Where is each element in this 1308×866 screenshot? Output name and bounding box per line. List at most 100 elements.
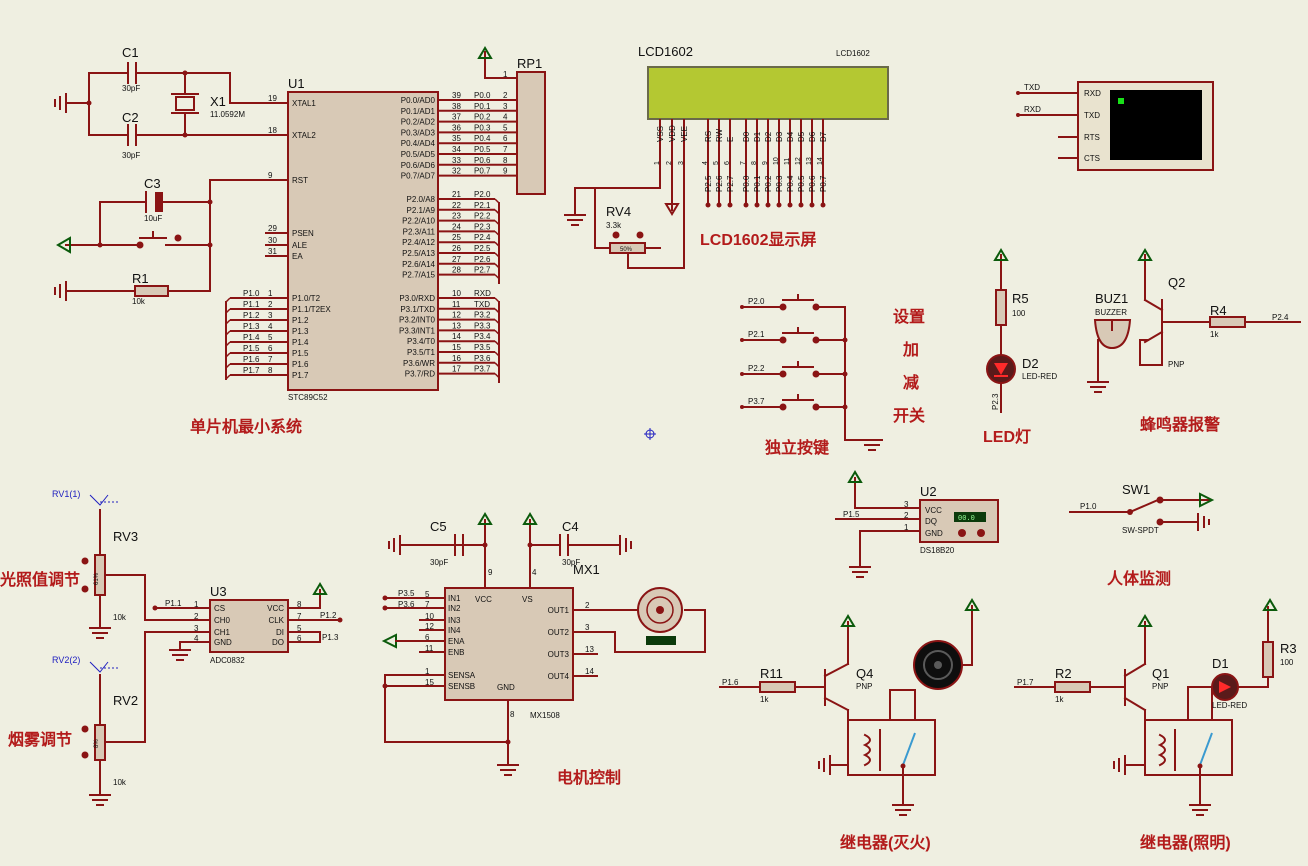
u1-pin-name: P1.4 xyxy=(292,338,309,347)
adc-section: RV1(1) RV3 10k 61% RV2(2) RV2 10k 8% U3 … xyxy=(52,489,343,806)
u1-pin-num: 5 xyxy=(268,333,273,342)
u3-pin-name: GND xyxy=(214,638,232,647)
mx1-pin-name: IN4 xyxy=(448,626,461,635)
u1-net-label: P3.4 xyxy=(474,332,491,341)
lcd-pins: VSS1VDD2VEE3RS4P2.5RW5P2.6E6P2.7D07P0.0D… xyxy=(654,119,828,208)
rp1-ref: RP1 xyxy=(517,56,542,71)
lcd-pin-name: D7 xyxy=(819,131,828,142)
rv3-ref: RV3 xyxy=(113,529,138,544)
lcd-pin-num: 7 xyxy=(740,161,747,165)
rv2-value: 10k xyxy=(113,778,127,787)
rv3-percent: 61% xyxy=(94,572,100,585)
sw1-ref: SW1 xyxy=(1122,482,1150,497)
d1-value: LED-RED xyxy=(1212,701,1247,710)
rp1-pin-num: 4 xyxy=(503,113,508,122)
mx1-pin-name: IN1 xyxy=(448,594,461,603)
u1-pin-num: 2 xyxy=(268,300,273,309)
u1-net-label: P3.3 xyxy=(474,321,491,330)
u3-pin-name: DO xyxy=(272,638,284,647)
mx1-n4: 4 xyxy=(532,568,537,577)
lcd-net-label: P0.1 xyxy=(753,175,762,192)
lcd-net-dot xyxy=(798,202,804,208)
u1-pin-name: P2.3/A11 xyxy=(403,227,436,236)
u1-pin-name: XTAL2 xyxy=(292,131,316,140)
lcd-pin-name: D5 xyxy=(797,131,806,142)
u1-pin-name: P2.0/A8 xyxy=(407,195,436,204)
lcd-pin-num: 2 xyxy=(666,161,673,165)
u3-pin-name: CS xyxy=(214,604,225,613)
u1-pin-num: 28 xyxy=(452,266,461,275)
lcd-net-dot xyxy=(820,202,826,208)
u1-pin-num: 36 xyxy=(452,123,461,132)
r4-ref: R4 xyxy=(1210,303,1227,318)
lcd-pin-name: D0 xyxy=(742,131,751,142)
mx1-vs: VS xyxy=(522,595,533,604)
lcd-net-dot xyxy=(809,202,815,208)
u1-net-label: P1.7 xyxy=(243,366,260,375)
relay-fire: R11 1k P1.6 Q4 PNP xyxy=(719,598,980,816)
u1-pin-num: 9 xyxy=(268,171,273,180)
key-contact xyxy=(779,370,787,378)
u3-pin-num: 3 xyxy=(194,624,199,633)
term-net-2: RXD xyxy=(1024,105,1041,114)
u1-pin-name: P2.2/A10 xyxy=(402,217,435,226)
mx1-ref: MX1 xyxy=(573,562,600,577)
buzzer-section-title: 蜂鸣器报警 xyxy=(1140,415,1220,434)
u3-net-di: P1.3 xyxy=(322,633,339,642)
u1-pin-num: 33 xyxy=(452,156,461,165)
q1-ref: Q1 xyxy=(1152,666,1169,681)
u3-pin-name: CLK xyxy=(268,616,284,625)
mx1-pin-num: 10 xyxy=(425,612,434,621)
mx1-pin-name: SENSB xyxy=(448,682,475,691)
u1-pin-num: 29 xyxy=(268,224,277,233)
u3-pin-name: CH0 xyxy=(214,616,231,625)
u2-pin-dq: DQ xyxy=(925,517,937,526)
lcd-pin-num: 6 xyxy=(724,161,731,165)
lcd-pin-name: VEE xyxy=(680,126,689,142)
u1-net-label: P1.5 xyxy=(243,344,260,353)
u1-pin-name: P0.0/AD0 xyxy=(401,96,436,105)
lcd-pin-num: 14 xyxy=(817,157,824,165)
key-net-dot xyxy=(740,338,744,342)
u1-pin-num: 26 xyxy=(452,244,461,253)
u1-pin-name: P3.1/TXD xyxy=(400,305,435,314)
lcd-net-label: P0.4 xyxy=(786,175,795,192)
r11-net: P1.6 xyxy=(722,678,739,687)
u3-pin-num: 4 xyxy=(194,634,199,643)
u1-net-label: P0.7 xyxy=(474,167,491,176)
motor-driver: MX1 MX1508 VCC VS GND 9 4 8 IN15IN27IN31… xyxy=(381,512,706,776)
u3-part: ADC0832 xyxy=(210,656,245,665)
mx1-pin-num: 1 xyxy=(425,667,430,676)
c1-value: 30pF xyxy=(122,84,140,93)
key-contact xyxy=(779,336,787,344)
r2-net: P1.7 xyxy=(1017,678,1034,687)
key-contact xyxy=(812,403,820,411)
u1-pin-name: ALE xyxy=(292,241,307,250)
lcd-pin-num: 12 xyxy=(795,157,802,165)
r3-value: 100 xyxy=(1280,658,1294,667)
rv2-probe: RV2(2) xyxy=(52,655,80,665)
r2-value: 1k xyxy=(1055,695,1064,704)
mx1-n8: 8 xyxy=(510,710,515,719)
u1-pin-name: P2.7/A15 xyxy=(402,271,435,280)
u1-net-label: P1.3 xyxy=(243,322,260,331)
u1-pin-num: 15 xyxy=(452,343,461,352)
u1-pin-name: P0.1/AD1 xyxy=(401,107,436,116)
lcd-pin-num: 1 xyxy=(654,161,661,165)
u3-pin-name: CH1 xyxy=(214,628,231,637)
u1-net-label: P2.2 xyxy=(474,212,491,221)
lcd-pin-name: VDD xyxy=(668,125,677,142)
u1-net-label: P0.0 xyxy=(474,91,491,100)
c4-value: 30pF xyxy=(562,558,580,567)
lcd-part: LCD1602 xyxy=(836,49,870,58)
x1-value: 11.0592M xyxy=(210,110,245,119)
lcd-pin-name: VSS xyxy=(656,126,665,142)
mx1-pin-name: OUT3 xyxy=(548,650,570,659)
u1-pin-num: 6 xyxy=(268,344,273,353)
u1-pin-name: P2.1/A9 xyxy=(407,206,436,215)
u1-pin-name: P0.7/AD7 xyxy=(401,172,436,181)
u1-pin-num: 27 xyxy=(452,255,461,264)
